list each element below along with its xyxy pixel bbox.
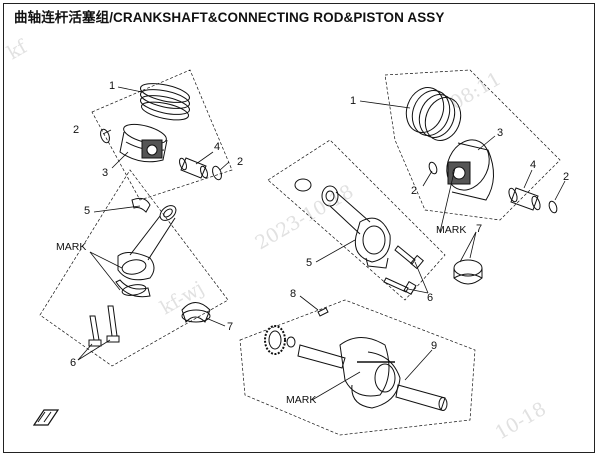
left-piston: [119, 123, 168, 163]
crankshaft: [297, 337, 448, 411]
crankshaft-group-boundary: [239, 299, 476, 436]
mark-label-left-rod: MARK: [56, 241, 86, 253]
callout-right-ring: 1: [350, 95, 356, 107]
callout-left-pin: 4: [214, 141, 220, 153]
brand-logo: [32, 409, 60, 426]
left-rod-bolts: [88, 305, 120, 347]
right-bearing-shells: [453, 259, 483, 285]
left-circlip-a: [100, 128, 110, 144]
callout-left-ring: 1: [109, 80, 115, 92]
left-bearing-shells: [131, 197, 211, 323]
callout-right-circlip-b: 2: [563, 171, 569, 183]
callout-right-bolt: 6: [427, 292, 433, 304]
callout-right-rod: 5: [306, 257, 312, 269]
callout-left-bearing: 7: [227, 321, 233, 333]
callout-left-bolt: 6: [70, 357, 76, 369]
callout-left-rod: 5: [84, 205, 90, 217]
right-piston: [446, 139, 494, 201]
callout-left-circlip-b: 2: [237, 156, 243, 168]
diagram-title: 曲轴连杆活塞组/CRANKSHAFT&CONNECTING ROD&PISTON…: [14, 10, 445, 25]
diagram-frame: [3, 3, 595, 453]
watermark-text: 08:11: [447, 68, 505, 114]
callout-labels: 1 2 3 4 2 5 7 6 MARK 1 2 3 4 2 5 7 6 8 9…: [56, 80, 569, 406]
left-piston-pin: [179, 157, 208, 179]
right-connecting-rod: [294, 178, 391, 269]
right-rod-group-boundary: [267, 139, 446, 301]
callout-right-pin: 4: [530, 159, 536, 171]
callout-crankshaft: 9: [431, 340, 437, 352]
mark-label-right-piston: MARK: [436, 224, 466, 236]
left-circlip-b: [212, 165, 222, 181]
mark-label-crankshaft: MARK: [286, 394, 316, 406]
watermark-text: 2023-10-18: [252, 181, 358, 255]
callout-right-bearing: 7: [476, 223, 482, 235]
watermark-text: kf-wj: [157, 277, 208, 319]
watermark-text: kf: [4, 35, 33, 64]
right-circlip-a: [428, 161, 438, 175]
woodruff-key: [317, 307, 329, 317]
left-connecting-rod: [115, 205, 177, 298]
left-piston-rings: [139, 83, 191, 121]
watermark-layer: 2023-10-18 kf-wj 08:11 10-18 kf: [4, 35, 550, 444]
right-piston-group-boundary: [384, 69, 561, 221]
leader-lines: [77, 86, 566, 401]
right-piston-pin: [508, 187, 541, 211]
callout-left-piston: 3: [102, 167, 108, 179]
callout-key: 8: [290, 288, 296, 300]
watermark-text: 10-18: [492, 398, 550, 444]
callout-left-circlip-a: 2: [73, 124, 79, 136]
callout-right-circlip-a: 2: [411, 185, 417, 197]
right-circlip-b: [548, 200, 558, 214]
crankshaft-gear: [264, 325, 296, 355]
right-piston-rings: [405, 87, 462, 141]
callout-right-piston: 3: [497, 127, 503, 139]
